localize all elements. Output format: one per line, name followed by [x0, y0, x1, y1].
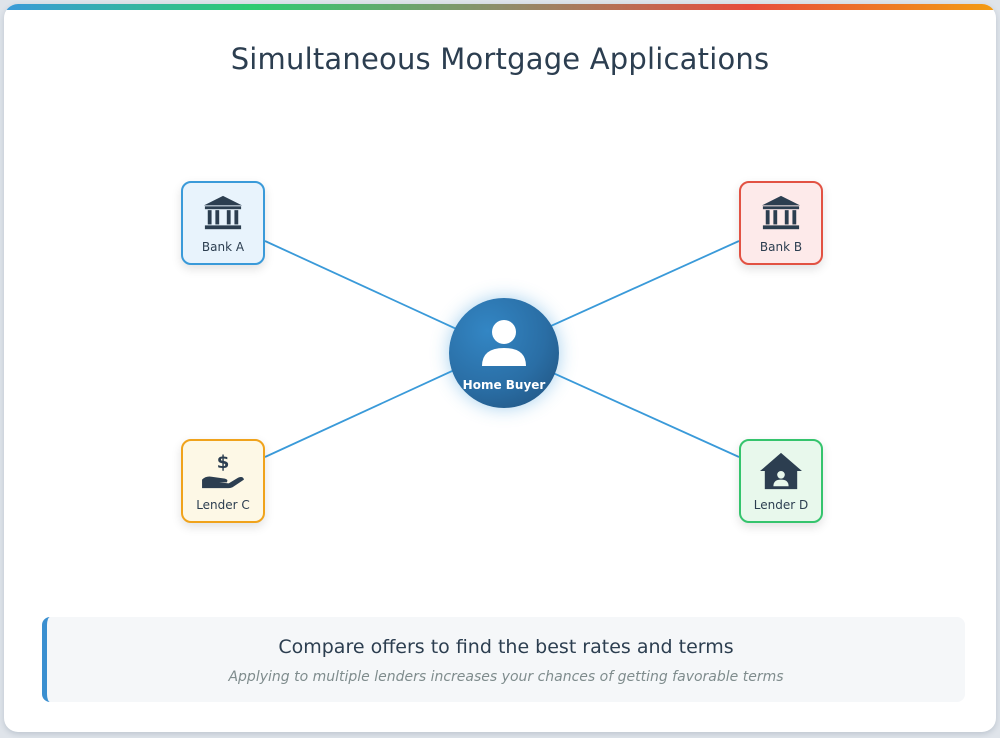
hub-label: Home Buyer: [462, 378, 546, 392]
bank-icon: [203, 195, 243, 230]
node-label: Lender D: [753, 498, 809, 512]
house-user-icon: [760, 452, 802, 490]
node-bank-a: Bank A: [181, 181, 265, 265]
node-lender-d: Lender D: [739, 439, 823, 523]
bank-icon: [761, 195, 801, 230]
gradient-top-bar: [4, 4, 996, 10]
user-icon: [482, 320, 526, 366]
node-label: Bank B: [759, 240, 803, 254]
home-buyer-hub: Home Buyer: [449, 298, 559, 408]
node-lender-c: $ Lender C: [181, 439, 265, 523]
summary-subtitle: Applying to multiple lenders increases y…: [228, 669, 784, 685]
node-label: Bank A: [201, 240, 245, 254]
diagram-card: Simultaneous Mortgage Applications Bank …: [4, 4, 996, 732]
summary-box: Compare offers to find the best rates an…: [42, 617, 965, 702]
hand-dollar-icon: $: [202, 452, 244, 489]
page-title: Simultaneous Mortgage Applications: [230, 42, 770, 76]
node-label: Lender C: [196, 498, 250, 512]
summary-title: Compare offers to find the best rates an…: [278, 636, 734, 658]
node-bank-b: Bank B: [739, 181, 823, 265]
svg-text:$: $: [217, 452, 230, 473]
